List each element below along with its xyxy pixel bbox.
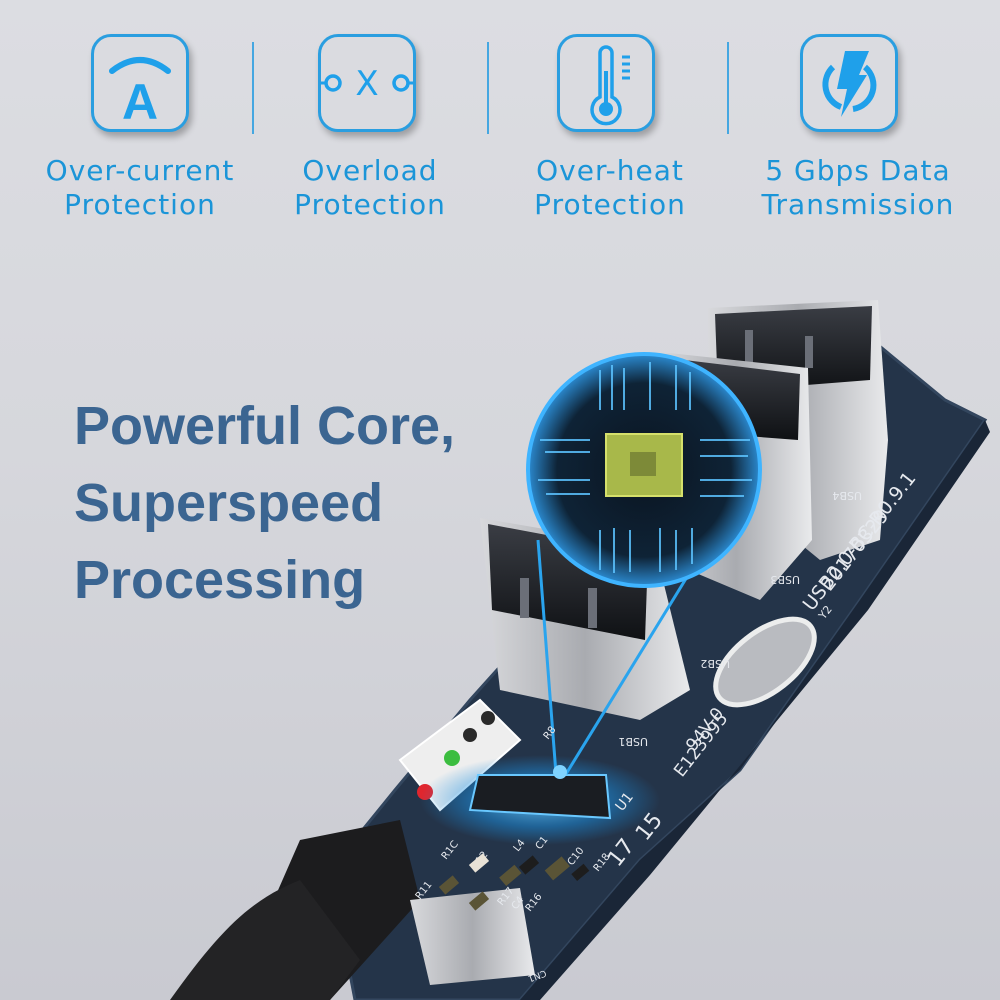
magnified-chip-lens bbox=[526, 352, 762, 588]
thermometer-icon bbox=[557, 34, 655, 132]
usb4-label: USB4 bbox=[832, 489, 862, 502]
green-pin bbox=[444, 750, 460, 766]
usb-c-cable bbox=[170, 820, 535, 1000]
usb2-label: USB2 bbox=[700, 657, 730, 670]
smd-components bbox=[438, 853, 590, 911]
over-current-icon: A bbox=[91, 34, 189, 132]
overload-switch-icon: X bbox=[318, 34, 416, 132]
crystal-oscillator bbox=[713, 616, 817, 708]
divider bbox=[487, 42, 489, 134]
divider bbox=[252, 42, 254, 134]
feature-label: Over-heat Protection bbox=[534, 154, 686, 221]
usb1-label: USB1 bbox=[618, 735, 648, 748]
usb3-label: USB3 bbox=[770, 573, 800, 586]
current-letter: A bbox=[122, 74, 158, 129]
feature-label: 5 Gbps Data Transmission bbox=[761, 154, 955, 221]
switch-letter: X bbox=[355, 64, 378, 104]
headline: Powerful Core, Superspeed Processing bbox=[74, 396, 456, 610]
main-chip-u1 bbox=[468, 774, 612, 820]
usb-c-plug bbox=[410, 888, 535, 985]
pcb-illustration: USB2.0-BC-R0.9.1 20170329 Y2 94V-0 E1239… bbox=[170, 300, 990, 1000]
feature-label: Over-current Protection bbox=[45, 154, 235, 221]
lightning-power-icon bbox=[800, 34, 898, 132]
feature-row: A Over-current Protection X Overload Pro… bbox=[0, 0, 1000, 240]
feature-label: Overload Protection bbox=[294, 154, 446, 221]
divider bbox=[727, 42, 729, 134]
